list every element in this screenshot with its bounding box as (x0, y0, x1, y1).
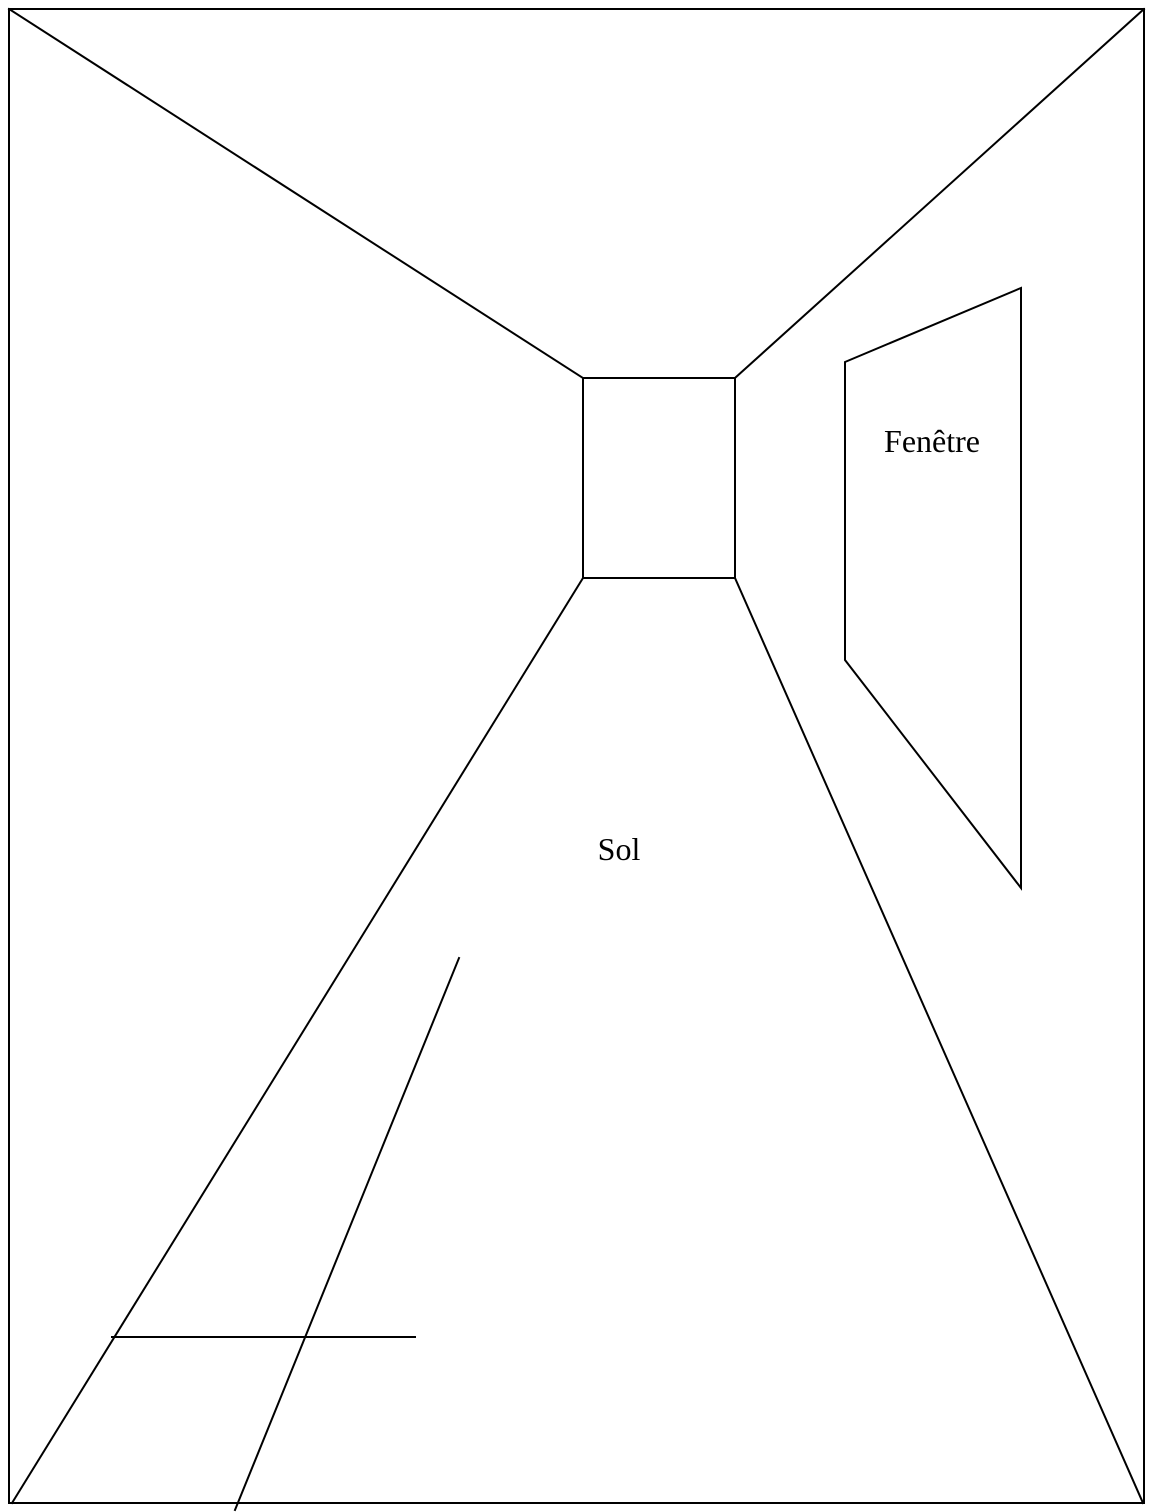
floor-board-line (235, 958, 459, 1510)
window-outline (845, 288, 1021, 888)
back-wall (583, 378, 735, 578)
floor-left-edge (12, 578, 583, 1503)
window-label: Fenêtre (884, 423, 980, 459)
picture-frame (9, 9, 1144, 1503)
floor-label: Sol (598, 831, 641, 867)
ceiling-left-edge (9, 9, 583, 378)
floor-right-edge (735, 578, 1143, 1503)
